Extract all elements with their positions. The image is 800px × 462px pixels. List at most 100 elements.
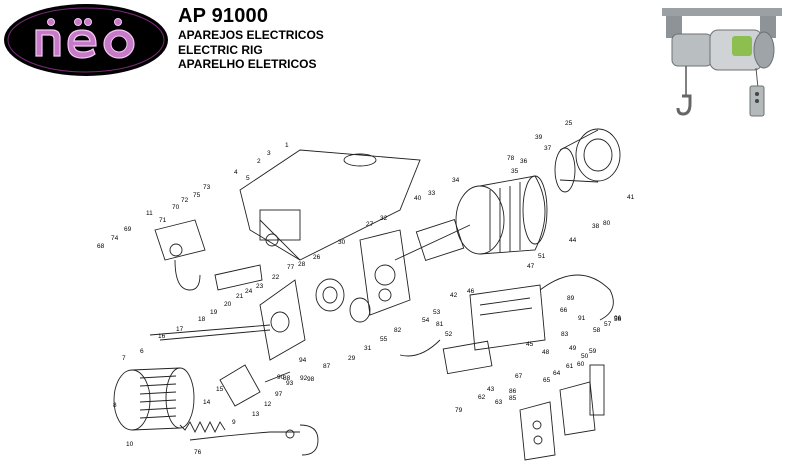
- part-label: 6: [140, 348, 144, 355]
- part-label: 64: [553, 370, 561, 377]
- part-label: 94: [299, 357, 307, 364]
- part-label: 96: [614, 315, 622, 322]
- part-label: 65: [543, 377, 551, 384]
- part-label: 50: [581, 353, 589, 360]
- part-label: 82: [394, 327, 402, 334]
- part-label: 15: [216, 386, 224, 393]
- part-label: 54: [422, 317, 430, 324]
- part-label: 22: [272, 274, 280, 281]
- part-label: 16: [158, 333, 166, 340]
- part-label: 39: [535, 134, 543, 141]
- part-label: 70: [172, 204, 180, 211]
- part-label: 98: [307, 376, 315, 383]
- part-label: 85: [509, 395, 517, 402]
- part-label: 74: [111, 235, 119, 242]
- part-label: 56: [614, 316, 622, 323]
- part-label: 88: [283, 375, 291, 382]
- neo-logo-image: [4, 4, 168, 76]
- part-label: 51: [538, 253, 546, 260]
- part-label: 12: [264, 401, 272, 408]
- subtitle-en: ELECTRIC RIG: [178, 42, 263, 57]
- part-label: 14: [203, 399, 211, 406]
- part-label: 28: [298, 261, 306, 268]
- subtitle-es: APAREJOS ELECTRICOS: [178, 28, 324, 42]
- part-label: 90: [277, 374, 285, 381]
- part-label: 11: [146, 210, 153, 217]
- part-label: 97: [275, 391, 283, 398]
- part-label: 57: [604, 321, 612, 328]
- part-label: 21: [236, 293, 244, 300]
- part-label: 33: [428, 190, 436, 197]
- part-label: 89: [567, 295, 575, 302]
- part-label: 93: [286, 380, 294, 387]
- part-label: 25: [565, 120, 573, 127]
- part-label: 60: [577, 361, 585, 368]
- part-label: 69: [124, 226, 132, 233]
- part-label: 7: [122, 355, 126, 362]
- part-label: 23: [256, 283, 264, 290]
- part-label: 2: [257, 158, 261, 165]
- part-label: 20: [224, 301, 232, 308]
- part-label: 83: [561, 331, 569, 338]
- part-label: 41: [627, 194, 635, 201]
- part-label: 45: [526, 341, 534, 348]
- part-label: 67: [515, 373, 523, 380]
- part-label: 24: [245, 288, 253, 295]
- part-label: 17: [176, 326, 184, 333]
- exploded-parts-diagram: 1 2 3 4 5 6 7 8 9 10 11 12 13 14 15 16 1…: [0, 110, 800, 462]
- part-label: 63: [495, 399, 503, 406]
- part-label: 71: [159, 217, 167, 224]
- part-label: 42: [450, 292, 458, 299]
- part-label: 75: [193, 192, 201, 199]
- part-label: 79: [455, 407, 463, 414]
- part-label: 5: [246, 175, 250, 182]
- part-label: 38: [592, 223, 600, 230]
- part-label: 29: [348, 355, 356, 362]
- part-label: 58: [593, 327, 601, 334]
- part-label: 4: [234, 169, 238, 176]
- header: AP 91000 APAREJOS ELECTRICOS ELECTRIC RI…: [178, 4, 324, 72]
- part-label: 31: [364, 345, 372, 352]
- product-photo: [652, 0, 800, 124]
- part-label: 9: [232, 419, 236, 426]
- part-label: 80: [603, 220, 611, 227]
- part-label: 78: [507, 155, 515, 162]
- part-label: 3: [267, 150, 271, 157]
- part-label: 18: [198, 316, 206, 323]
- part-label: 72: [181, 197, 189, 204]
- part-label: 47: [527, 263, 535, 270]
- part-label: 37: [544, 145, 552, 152]
- part-label: 87: [323, 363, 331, 370]
- part-label: 52: [445, 331, 453, 338]
- part-label: 26: [313, 254, 321, 261]
- part-label: 46: [467, 288, 475, 295]
- part-label: 91: [578, 315, 586, 322]
- part-label: 34: [452, 177, 460, 184]
- electric-hoist-image: [652, 0, 800, 124]
- part-label: 86: [509, 388, 517, 395]
- part-label: 73: [203, 184, 211, 191]
- part-label: 44: [569, 237, 577, 244]
- part-label: 10: [126, 441, 134, 448]
- part-label: 36: [520, 158, 528, 165]
- part-label: 40: [414, 195, 422, 202]
- part-label: 59: [589, 348, 597, 355]
- part-label: 32: [380, 215, 388, 222]
- diagram-linework: [113, 128, 621, 461]
- part-label: 30: [338, 239, 346, 246]
- part-number-labels: 1 2 3 4 5 6 7 8 9 10 11 12 13 14 15 16 1…: [97, 120, 635, 456]
- part-label: 49: [569, 345, 577, 352]
- part-label: 66: [560, 307, 568, 314]
- part-label: 48: [542, 349, 550, 356]
- part-label: 92: [300, 375, 308, 382]
- part-label: 55: [380, 336, 388, 343]
- brand-logo: [2, 2, 170, 78]
- part-label: 1: [285, 142, 289, 149]
- part-label: 61: [566, 363, 574, 370]
- part-label: 76: [194, 449, 202, 456]
- part-label: 13: [252, 411, 260, 418]
- part-label: 19: [210, 309, 218, 316]
- part-label: 77: [287, 264, 295, 271]
- subtitle-pt: APARELHO ELETRICOS: [178, 57, 317, 71]
- part-label: 8: [113, 402, 117, 409]
